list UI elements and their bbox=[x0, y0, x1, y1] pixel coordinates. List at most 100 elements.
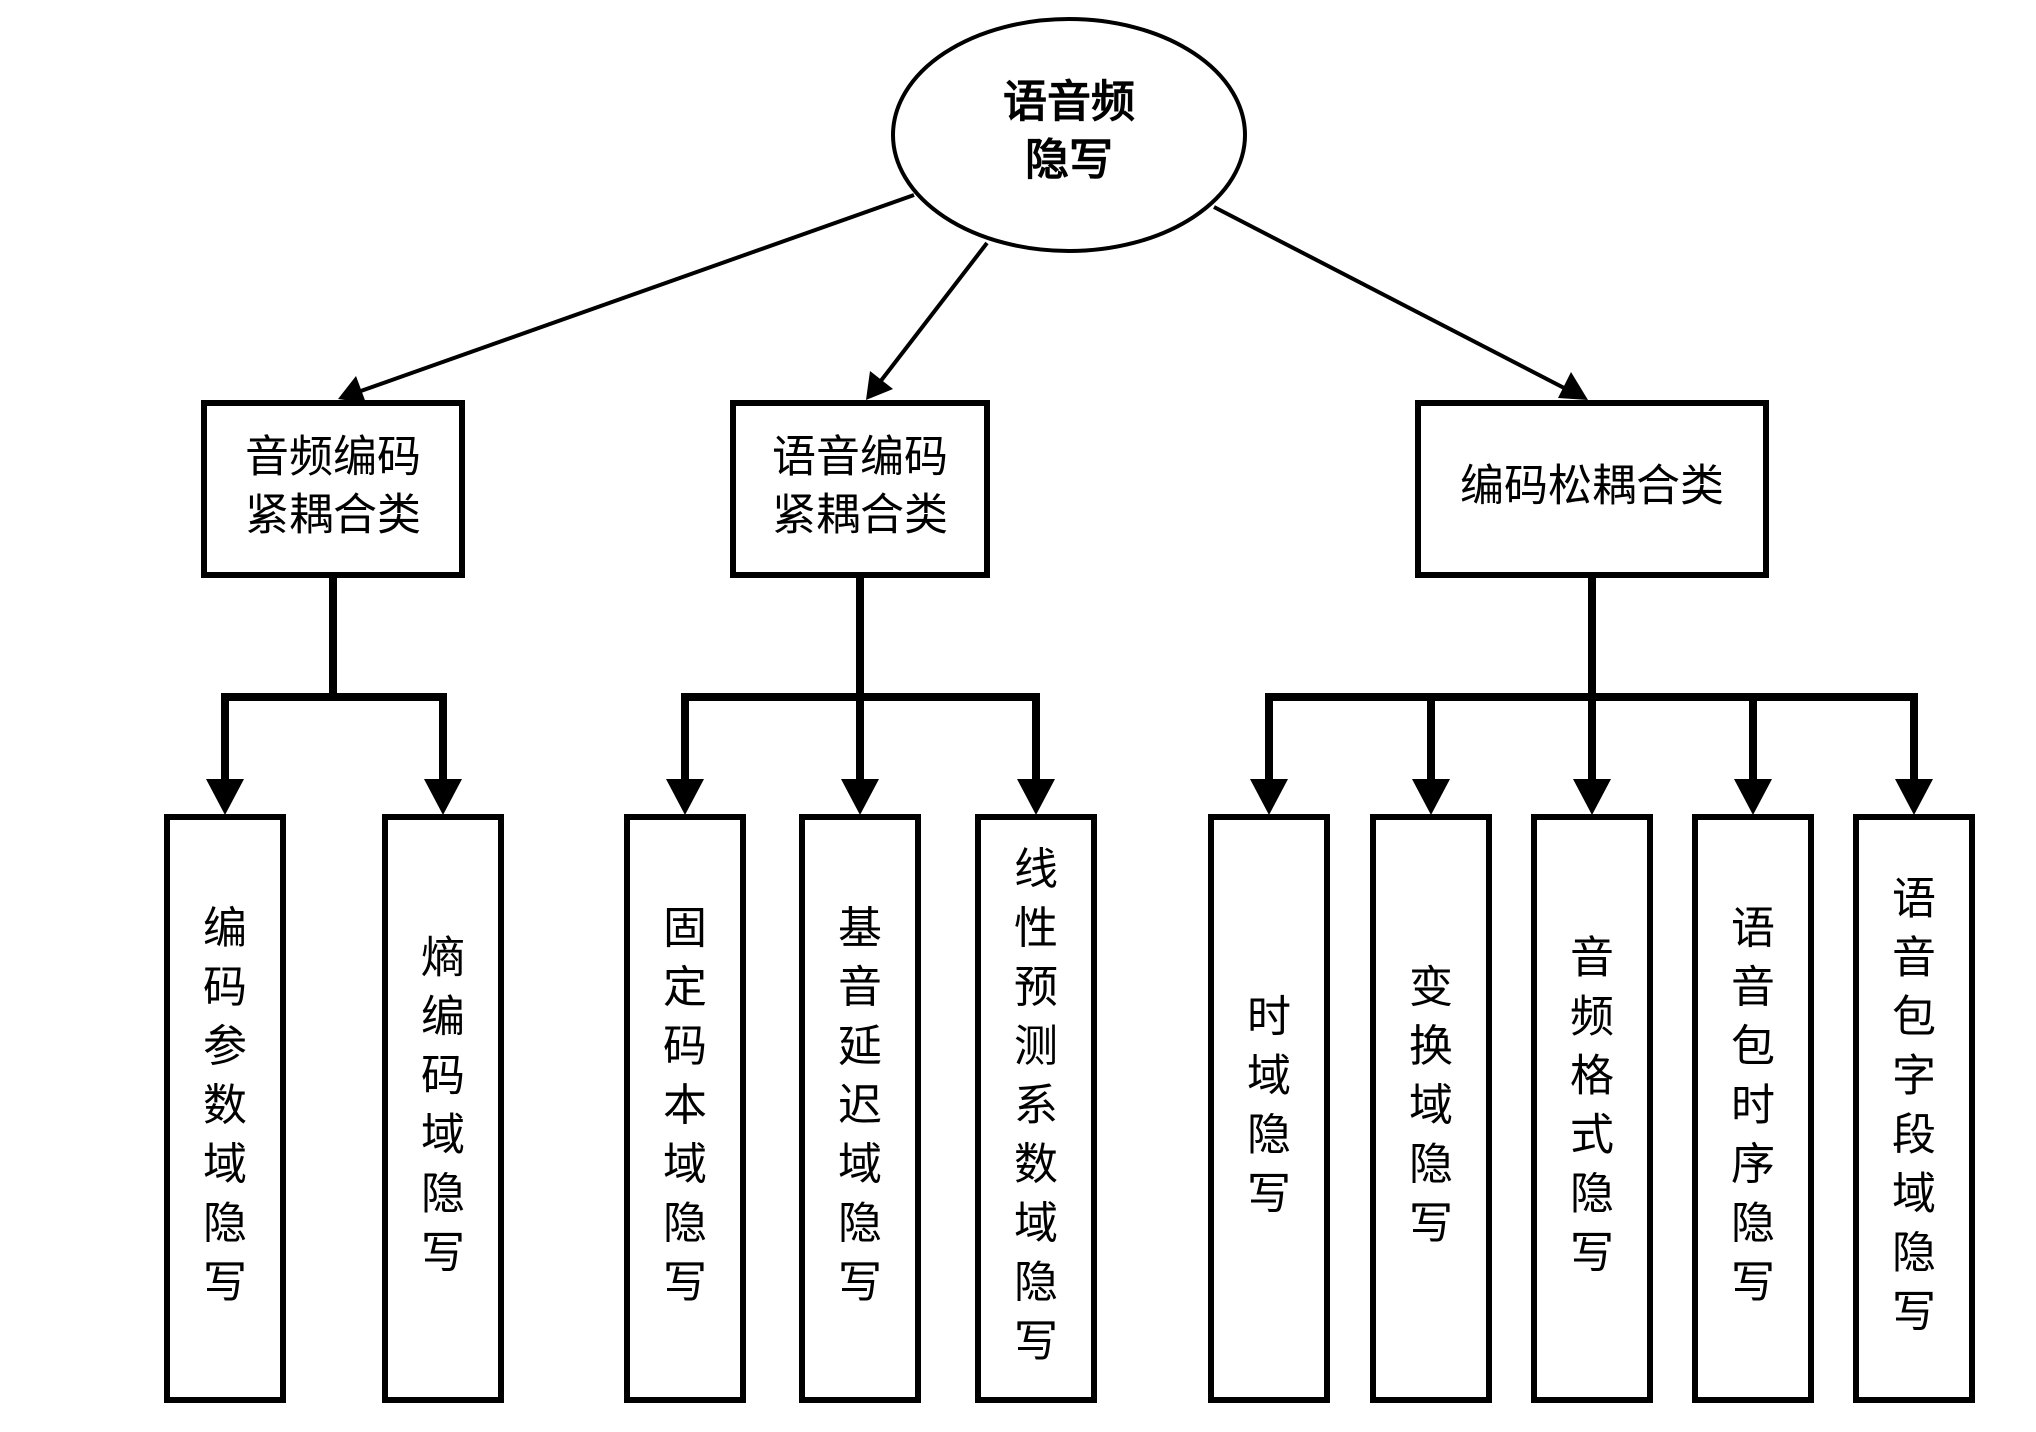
arrow-head bbox=[1017, 779, 1055, 815]
leaf-label-char: 写 bbox=[203, 1257, 247, 1308]
leaf-label-char: 段 bbox=[1892, 1110, 1936, 1161]
leaf-label-char: 写 bbox=[421, 1228, 465, 1279]
leaf-label-char: 隐 bbox=[1570, 1169, 1614, 1220]
category-label-line2: 紧耦合类 bbox=[772, 490, 948, 541]
leaf-label-char: 包 bbox=[1892, 992, 1936, 1043]
leaf-label-char: 域 bbox=[1014, 1198, 1058, 1249]
leaf-label-char: 隐 bbox=[1409, 1139, 1453, 1190]
leaf-label-char: 频 bbox=[1570, 992, 1614, 1043]
root-label-line2: 隐写 bbox=[1025, 135, 1113, 186]
leaf-label-char: 隐 bbox=[421, 1169, 465, 1220]
leaf-label-char: 写 bbox=[1892, 1287, 1936, 1338]
leaf-label-char: 写 bbox=[1247, 1169, 1291, 1220]
leaf-label-char: 域 bbox=[838, 1139, 882, 1190]
leaf-label-char: 语 bbox=[1731, 903, 1775, 954]
leaf-label-char: 写 bbox=[1409, 1198, 1453, 1249]
leaf-label-char: 写 bbox=[1570, 1228, 1614, 1279]
leaf-label-char: 时 bbox=[1731, 1080, 1775, 1131]
leaf-label-char: 码 bbox=[203, 962, 247, 1013]
leaf-label-char: 数 bbox=[1014, 1139, 1058, 1190]
leaf-label-char: 域 bbox=[203, 1139, 247, 1190]
leaf-label-char: 迟 bbox=[838, 1080, 882, 1131]
leaf-label-char: 隐 bbox=[1731, 1198, 1775, 1249]
leaf-label-char: 编 bbox=[203, 903, 247, 954]
leaf-label-char: 熵 bbox=[421, 933, 465, 984]
leaf-label-char: 域 bbox=[1409, 1080, 1453, 1131]
leaf-label-char: 基 bbox=[838, 903, 882, 954]
leaf-label-char: 预 bbox=[1014, 962, 1058, 1013]
leaf-label-char: 域 bbox=[1247, 1051, 1291, 1102]
category-label-line1: 编码松耦合类 bbox=[1460, 461, 1724, 512]
root-node: 语音频 隐写 bbox=[891, 17, 1247, 253]
arrow-head bbox=[206, 779, 244, 815]
category-label-line1: 音频编码 bbox=[245, 432, 421, 483]
leaf-nodes: 编码参数域隐写熵编码域隐写固定码本域隐写基音延迟域隐写线性预测系数域隐写时域隐写… bbox=[164, 814, 1975, 1403]
leaf-label-char: 隐 bbox=[1247, 1110, 1291, 1161]
arrow-head bbox=[1412, 779, 1450, 815]
arrow-head bbox=[1250, 779, 1288, 815]
leaf-label-char: 语 bbox=[1892, 874, 1936, 925]
category-to-leaf-edges bbox=[206, 575, 1933, 815]
category-label-line2: 紧耦合类 bbox=[245, 490, 421, 541]
leaf-label-char: 音 bbox=[838, 962, 882, 1013]
leaf-label-char: 域 bbox=[663, 1139, 707, 1190]
leaf-label-char: 定 bbox=[663, 962, 707, 1013]
leaf-label-char: 包 bbox=[1731, 1021, 1775, 1072]
arrow-head bbox=[666, 779, 704, 815]
leaf-label-char: 音 bbox=[1892, 933, 1936, 984]
leaf-label-char: 时 bbox=[1247, 992, 1291, 1043]
arrow-head bbox=[1895, 779, 1933, 815]
leaf-label-char: 写 bbox=[838, 1257, 882, 1308]
category-audio-tight: 音频编码 紧耦合类 bbox=[201, 400, 465, 578]
leaf-label-char: 换 bbox=[1409, 1021, 1453, 1072]
category-label-line1: 语音编码 bbox=[772, 432, 948, 483]
leaf-label-char: 测 bbox=[1014, 1021, 1058, 1072]
leaf-label-char: 隐 bbox=[1014, 1257, 1058, 1308]
leaf-label-char: 固 bbox=[663, 903, 707, 954]
leaf-label-char: 隐 bbox=[663, 1198, 707, 1249]
leaf-label-char: 写 bbox=[1014, 1316, 1058, 1367]
leaf-label-char: 字 bbox=[1892, 1051, 1936, 1102]
category-loose: 编码松耦合类 bbox=[1415, 400, 1769, 578]
leaf-label-char: 域 bbox=[1892, 1169, 1936, 1220]
leaf-label-char: 码 bbox=[663, 1021, 707, 1072]
leaf-label-char: 隐 bbox=[1892, 1228, 1936, 1279]
leaf-label-char: 音 bbox=[1570, 933, 1614, 984]
leaf-label-char: 性 bbox=[1014, 903, 1058, 954]
leaf-label-char: 序 bbox=[1731, 1139, 1775, 1190]
leaf-label-char: 延 bbox=[838, 1021, 882, 1072]
leaf-label-char: 本 bbox=[663, 1080, 707, 1131]
leaf-label-char: 系 bbox=[1014, 1080, 1058, 1131]
leaf-label-char: 写 bbox=[1731, 1257, 1775, 1308]
leaf-label-char: 线 bbox=[1014, 844, 1058, 895]
arrow-head bbox=[1573, 779, 1611, 815]
leaf-label-char: 编 bbox=[421, 992, 465, 1043]
leaf-label-char: 写 bbox=[663, 1257, 707, 1308]
category-speech-tight: 语音编码 紧耦合类 bbox=[730, 400, 990, 578]
leaf-label-char: 音 bbox=[1731, 962, 1775, 1013]
root-edges bbox=[338, 193, 1588, 403]
root-label-line1: 语音频 bbox=[1003, 77, 1135, 128]
leaf-label-char: 域 bbox=[421, 1110, 465, 1161]
leaf-label-char: 数 bbox=[203, 1080, 247, 1131]
leaf-label-char: 式 bbox=[1570, 1110, 1614, 1161]
arrow-head bbox=[1734, 779, 1772, 815]
leaf-label-char: 隐 bbox=[838, 1198, 882, 1249]
leaf-label-char: 格 bbox=[1570, 1051, 1614, 1102]
arrow-head bbox=[841, 779, 879, 815]
leaf-label-char: 参 bbox=[203, 1021, 247, 1072]
arrow-head bbox=[424, 779, 462, 815]
leaf-label-char: 码 bbox=[421, 1051, 465, 1102]
leaf-label-char: 隐 bbox=[203, 1198, 247, 1249]
